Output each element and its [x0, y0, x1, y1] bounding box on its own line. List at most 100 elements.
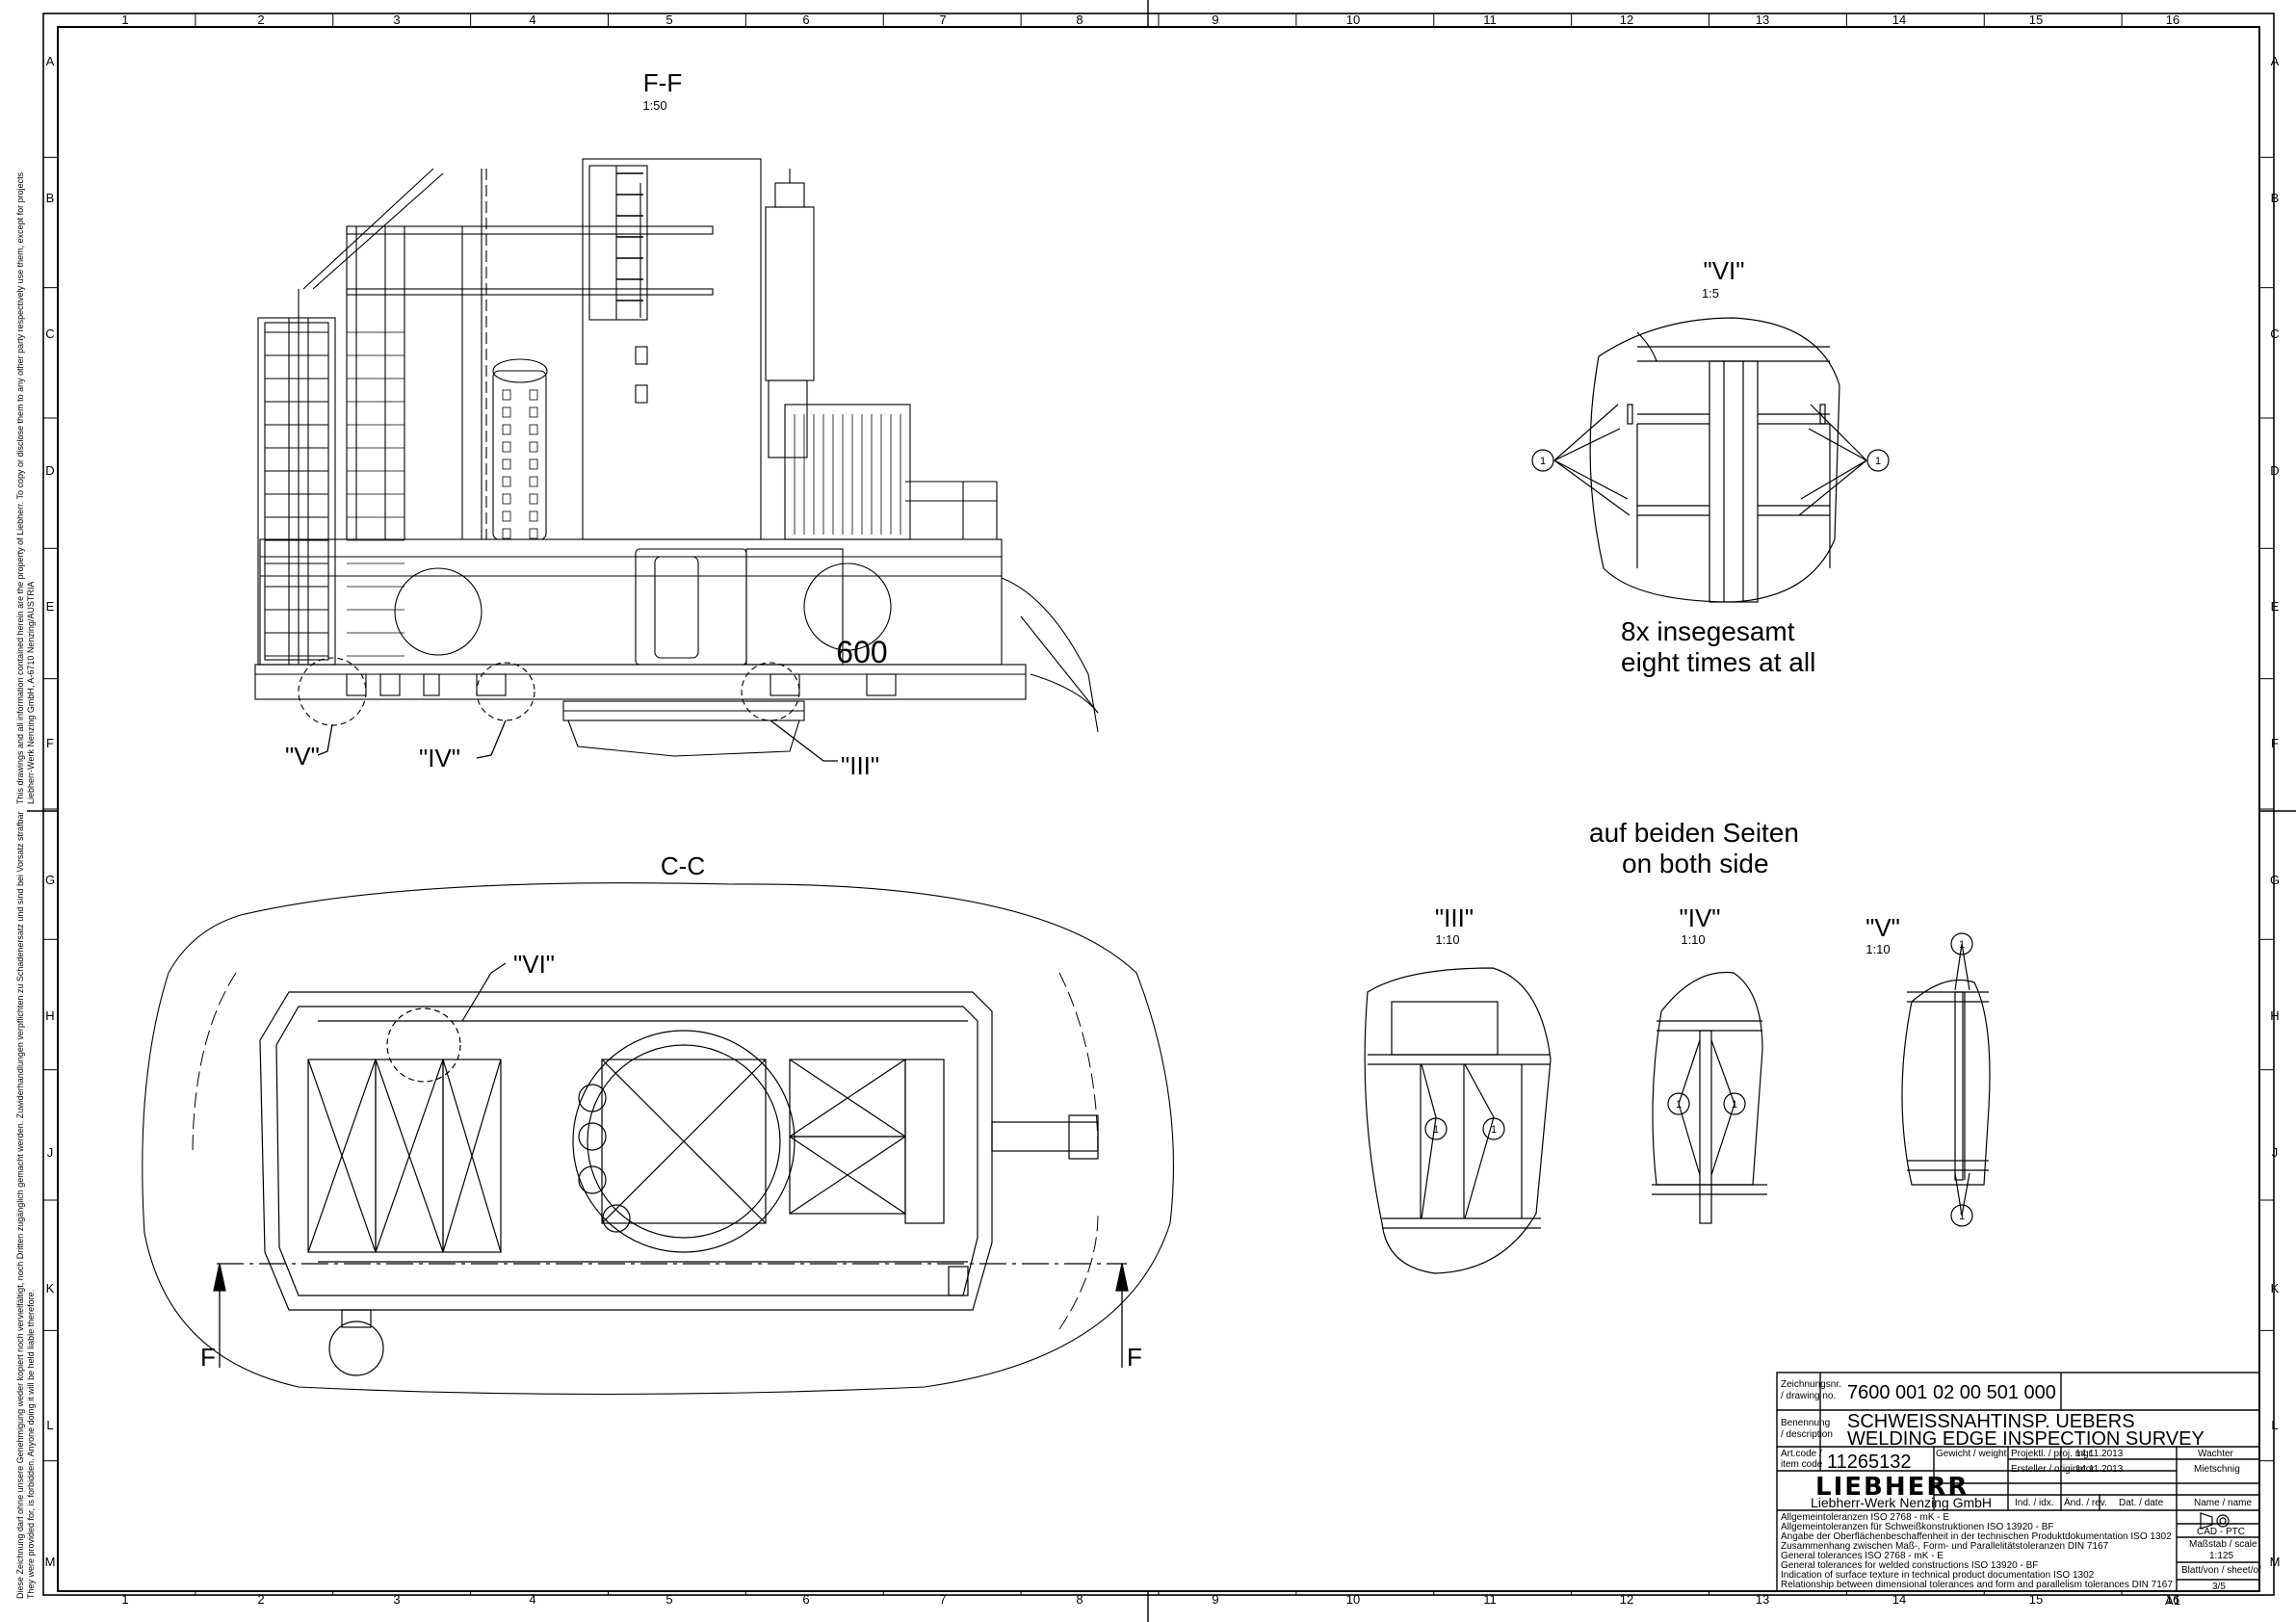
- cc-swing-radius: [192, 972, 1099, 1330]
- grid-columns-top: 1 2 3 4 5 6 7 8 9 10 11 12 13 14 15 16: [121, 13, 2179, 27]
- tb-tolerance-line: General tolerances ISO 2768 - mK - E: [1781, 1551, 1944, 1561]
- grid-row-label: C: [45, 327, 54, 341]
- detail-iii: "III" 1:10 1 1: [1364, 903, 1552, 1274]
- grid-row-label: E: [46, 599, 55, 614]
- tb-sheet-label: Blatt/von / sheet/of: [2181, 1565, 2261, 1576]
- weld-bubble-label: 1: [1433, 1124, 1439, 1136]
- detail-iii-title: "III": [1435, 903, 1474, 932]
- tb-drawing-no: 7600 001 02 00 501 000: [1847, 1382, 2056, 1403]
- grid-col-label: 11: [1483, 13, 1497, 27]
- grid-col-label: 11: [1483, 1592, 1497, 1607]
- tb-format: A1: [2165, 1593, 2180, 1608]
- grid-col-label: 4: [529, 13, 535, 27]
- weld-bubble-label: 1: [1676, 1099, 1682, 1111]
- grid-row-label: K: [46, 1281, 55, 1295]
- detail-iii-drawing: [1364, 967, 1552, 1274]
- chimney-slot: [529, 389, 538, 401]
- grid-row-label: A: [46, 54, 55, 68]
- grid-col-label: 5: [665, 1592, 672, 1607]
- side-notice-line: Diese Zeichnung darf ohne unsere Genehmi…: [15, 812, 25, 1599]
- tb-tolerance-line: Angabe der Oberflächenbeschaffenheit in …: [1781, 1531, 2172, 1542]
- note-vi-line2: eight times at all: [1621, 647, 1815, 677]
- view-ff-scale: 1:50: [642, 98, 666, 113]
- tb-tolerance-line: Allgemeintoleranzen für Schweißkonstrukt…: [1781, 1522, 2053, 1532]
- grid-col-label: 13: [1756, 13, 1769, 27]
- side-notice-left: Diese Zeichnung darf ohne unsere Genehmi…: [15, 812, 36, 1599]
- grid-row-label: J: [47, 1145, 54, 1160]
- grid-col-label: 16: [2166, 13, 2179, 27]
- tb-proj-name: Wachter: [2198, 1449, 2234, 1459]
- grid-row-label: F: [46, 736, 54, 750]
- grid-row-label: M: [45, 1555, 56, 1569]
- grid-col-label: 12: [1620, 1592, 1633, 1607]
- chimney-slot: [502, 441, 511, 453]
- detail-iv-drawing: [1652, 971, 1767, 1224]
- chimney-slot: [529, 493, 538, 505]
- tb-scale-value: 1:125: [2209, 1551, 2233, 1561]
- tb-desc-label: / description: [1781, 1429, 1833, 1440]
- detail-vi-drawing: [1531, 317, 1890, 603]
- grid-row-label: C: [2270, 327, 2279, 341]
- tb-tolerance-line: Allgemeintoleranzen ISO 2768 - mK - E: [1781, 1512, 1949, 1523]
- chimney-slot: [529, 406, 538, 418]
- cc-callout-vi-leader: [386, 962, 507, 1083]
- grid-row-label: E: [2271, 599, 2280, 614]
- title-block: Zeichnungsnr. / drawing no. 7600 001 02 …: [1776, 1372, 2261, 1608]
- detail-iv: "IV" 1:10 1 1: [1652, 903, 1767, 1224]
- grid-col-label: 2: [257, 1592, 264, 1607]
- grid-col-label: 1: [121, 1592, 128, 1607]
- grid-row-label: K: [2271, 1281, 2280, 1295]
- tb-orig-label: Ersteller / originator: [2011, 1464, 2095, 1475]
- grid-col-label: 12: [1620, 13, 1633, 27]
- grid-row-label: B: [2271, 191, 2280, 205]
- section-line-ff: [213, 1263, 1129, 1368]
- chimney-slot: [502, 424, 511, 435]
- tb-company: Liebherr-Werk Nenzing GmbH: [1811, 1495, 1992, 1510]
- grid-row-label: B: [46, 191, 55, 205]
- grid-col-label: 5: [665, 13, 672, 27]
- side-notice-right: This drawings and all information contai…: [15, 171, 36, 804]
- side-notice-line: This drawings and all information contai…: [15, 171, 25, 804]
- detail-iii-scale: 1:10: [1435, 932, 1459, 947]
- chimney-slot: [502, 406, 511, 418]
- grid-col-label: 14: [1892, 1592, 1906, 1607]
- tb-orig-name: Mietschnig: [2194, 1464, 2240, 1475]
- tb-aend-label: Änd. / rev.: [2064, 1497, 2107, 1508]
- grid-col-label: 9: [1212, 1592, 1218, 1607]
- tb-cad-label: CAD - PTC: [2197, 1527, 2245, 1537]
- grid-col-label: 6: [802, 1592, 809, 1607]
- detail-vi-scale: 1:5: [1702, 286, 1719, 301]
- grid-col-label: 7: [939, 13, 946, 27]
- grid-col-label: 6: [802, 13, 809, 27]
- weld-bubble-label: 1: [1491, 1124, 1497, 1136]
- grid-col-label: 7: [939, 1592, 946, 1607]
- tb-orig-date: 14.11.2013: [2075, 1464, 2124, 1475]
- tb-desc-en: WELDING EDGE INSPECTION SURVEY: [1847, 1428, 2205, 1450]
- grid-col-label: 8: [1076, 13, 1083, 27]
- weld-bubble-label: 1: [1959, 1211, 1965, 1222]
- side-notice-line: They were provided for, is forbidden. An…: [26, 1290, 36, 1599]
- grid-col-label: 13: [1756, 1592, 1769, 1607]
- callout-iii: "III": [841, 751, 879, 780]
- grid-col-label: 10: [1346, 1592, 1360, 1607]
- projection-symbol-icon: [2200, 1512, 2230, 1530]
- grid-row-label: D: [45, 463, 54, 478]
- tb-date-label: Dat. / date: [2119, 1498, 2164, 1508]
- tb-proj-date: 14.11.2013: [2075, 1449, 2124, 1459]
- detail-v-scale: 1:10: [1866, 942, 1890, 956]
- chimney-slot: [502, 476, 511, 487]
- detail-iv-title: "IV": [1679, 903, 1720, 932]
- callout-vi: "VI": [513, 950, 555, 979]
- grid-col-label: 2: [257, 13, 264, 27]
- grid-row-label: G: [2270, 873, 2280, 887]
- grid-columns-bottom: 1 2 3 4 5 6 7 8 9 10 11 12 13 14 15 16: [121, 1592, 2179, 1607]
- grid-col-label: 14: [1892, 13, 1906, 27]
- tb-sheet-value: 3/5: [2212, 1582, 2226, 1592]
- tb-tolerances: Allgemeintoleranzen ISO 2768 - mK - E Al…: [1781, 1512, 2173, 1590]
- view-cc: C-C: [142, 851, 1175, 1396]
- grid-col-label: 16: [2166, 1592, 2179, 1607]
- grid-rows-left: A B C D E F G H J K L M: [45, 54, 56, 1569]
- tb-desc-label: Benennung: [1781, 1418, 1830, 1428]
- tb-tolerance-line: General tolerances for welded constructi…: [1781, 1560, 2038, 1571]
